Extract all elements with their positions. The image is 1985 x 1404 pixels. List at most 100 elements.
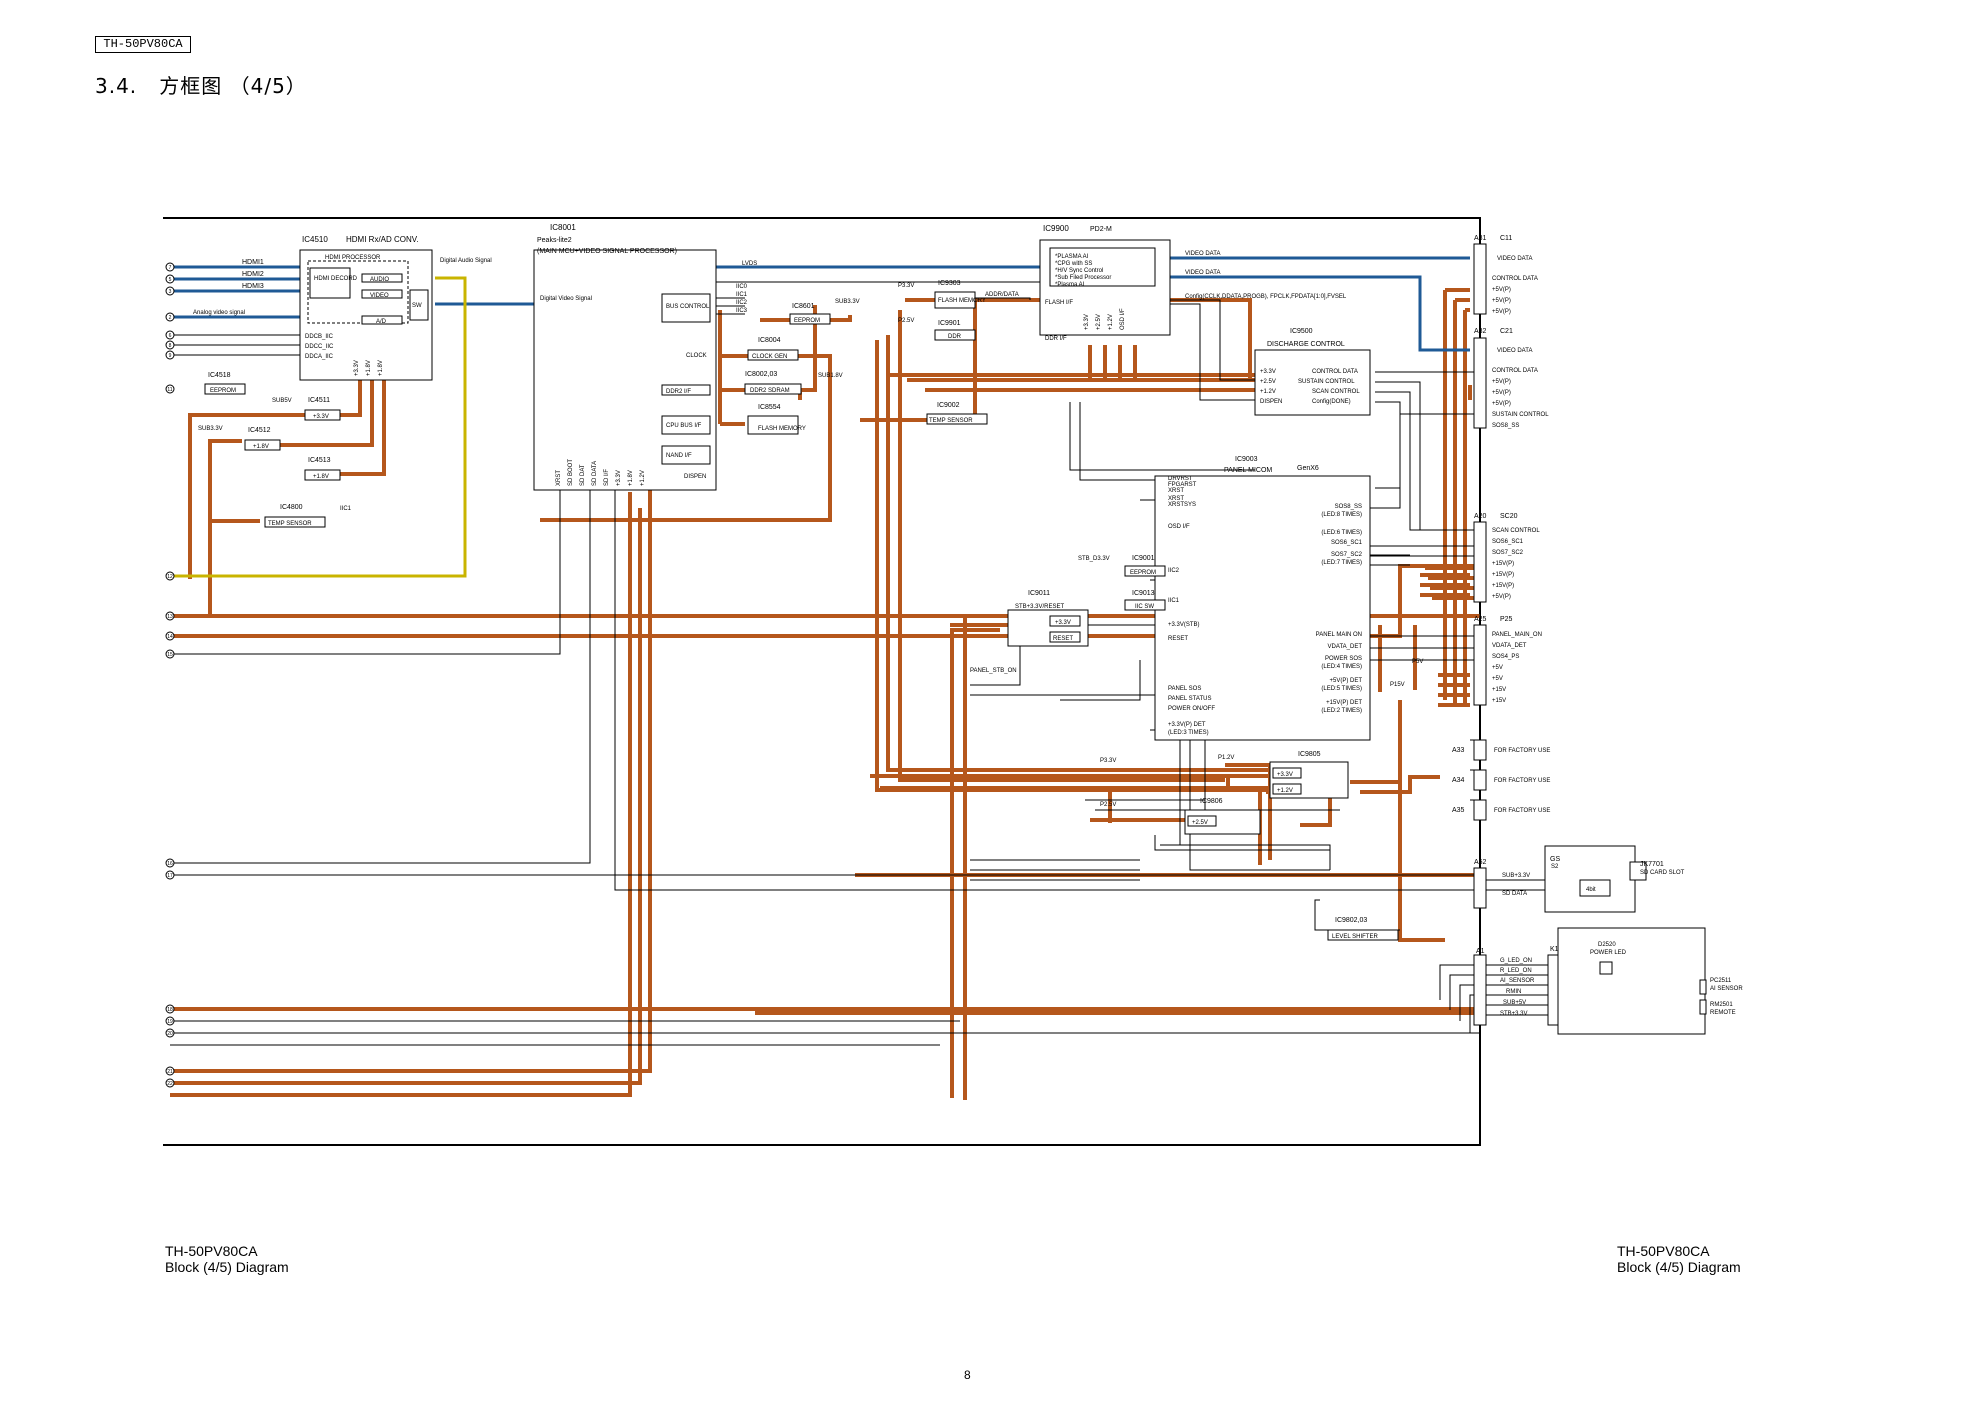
ic4518-block xyxy=(204,383,246,395)
ic9900-feature-5: *Plasma AI xyxy=(1055,282,1085,288)
footer-left: TH-50PV80CA Block (4/5) Diagram xyxy=(165,1243,289,1275)
vertical-rail-label: +3.3V xyxy=(354,360,360,376)
panel-stb-on-label: PANEL_STB_ON xyxy=(970,668,1017,674)
ic9806-rail: P2.5V xyxy=(1100,802,1116,808)
audio-line xyxy=(170,276,467,578)
terminal-circle xyxy=(165,571,175,581)
a20-pin-1: SCAN CONTROL xyxy=(1492,528,1540,534)
signal-line xyxy=(1375,391,1480,531)
sw-box xyxy=(409,289,429,321)
ic9500-left-2: +2.5V xyxy=(1260,379,1276,385)
video-data-label-2: VIDEO DATA xyxy=(1185,270,1220,276)
ic8601-ref: IC8601 xyxy=(792,303,815,310)
a31-ref: A31 xyxy=(1474,235,1487,242)
ddr2-if-box xyxy=(661,384,711,396)
ic9003-left-pin: +3.3V(P) DET xyxy=(1168,722,1206,728)
power-line xyxy=(1445,288,1470,312)
ic4513-ref: IC4513 xyxy=(308,457,331,464)
hdmi1-label: HDMI1 xyxy=(242,259,264,266)
ic9500-title: DISCHARGE CONTROL xyxy=(1267,341,1345,348)
terminal-number: 11 xyxy=(167,387,172,393)
vertical-rail-label: +1.8V xyxy=(378,360,384,376)
ic9003-right-pin: +15V(P) DET xyxy=(1326,700,1362,706)
ic9900-features-box xyxy=(1049,247,1156,287)
ic8554-block xyxy=(747,415,799,435)
power-line xyxy=(208,439,242,616)
ic8002-rail: SUB1.8V xyxy=(818,373,843,379)
vertical-rail-label: +2.5V xyxy=(1096,314,1102,330)
a25-pin-2: VDATA_DET xyxy=(1492,643,1527,649)
a20-pin-5: +15V(P) xyxy=(1492,572,1514,578)
ic9003-left-pin: (LED:3 TIMES) xyxy=(1168,730,1209,736)
a32-pin-3: +5V(P) xyxy=(1492,379,1511,385)
terminal-circle xyxy=(165,631,175,641)
ic9003-right-pin: SOS6_SC1 xyxy=(1331,540,1363,546)
a25-pin-5: +5V xyxy=(1492,676,1503,682)
ic9003-left-pin: IIC2 xyxy=(1168,568,1180,574)
ic4512-rail: SUB3.3V xyxy=(198,426,223,432)
ic9500-right-3: SCAN CONTROL xyxy=(1312,389,1360,395)
power-line xyxy=(950,615,1075,1100)
ic9003-left-pin: OSD I/F xyxy=(1168,524,1190,530)
signal-line xyxy=(1370,413,1480,509)
connector-a32 xyxy=(1473,337,1487,429)
signal-line xyxy=(614,480,1480,891)
ic9003-ref: IC9003 xyxy=(1235,456,1258,463)
ddca-label: DDCA_IIC xyxy=(305,354,334,360)
ic8004-block xyxy=(747,349,799,361)
ic9001-label: EEPROM xyxy=(1130,570,1156,576)
terminal-number: 3 xyxy=(169,289,172,295)
signal-line xyxy=(170,480,591,864)
a35-ref: A35 xyxy=(1452,807,1465,814)
nand-if-label: NAND I/F xyxy=(666,453,692,459)
ic9900-feature-2: *CPG with SS xyxy=(1055,261,1092,267)
a20-pin-4: +15V(P) xyxy=(1492,561,1514,567)
video-box xyxy=(361,289,403,299)
a25-pin-6: +15V xyxy=(1492,687,1506,693)
rm2501-ref: RM2501 xyxy=(1710,1002,1733,1008)
iic-bus-label: IIC2 xyxy=(736,300,748,306)
ic9013-label: IIC SW xyxy=(1135,604,1154,610)
ic8601-label: EEPROM xyxy=(794,318,820,324)
ic9900-feature-4: *Sub Filed Processor xyxy=(1055,275,1111,281)
a1-pin-4: RMIN xyxy=(1506,989,1521,995)
a34-label: FOR FACTORY USE xyxy=(1494,778,1550,784)
ic8001-line1: Peaks-lite2 xyxy=(537,237,572,244)
a32-pin-7: SOS8_SS xyxy=(1492,423,1519,429)
signal-line xyxy=(1160,844,1331,870)
footer-right-model: TH-50PV80CA xyxy=(1617,1243,1710,1259)
ic9303-rail: P3.3V xyxy=(898,283,914,289)
ic8004-label: CLOCK GEN xyxy=(752,354,787,360)
power-line xyxy=(170,490,652,1073)
ic9303-label: FLASH MEMORY xyxy=(938,298,986,304)
ic9500-right-1: CONTROL DATA xyxy=(1312,369,1358,375)
footer-right: TH-50PV80CA Block (4/5) Diagram xyxy=(1617,1243,1741,1275)
remote-receiver-symbol xyxy=(1699,999,1707,1015)
ic9805-out1: +3.3V xyxy=(1277,772,1293,778)
ic9003-right-pin: POWER SOS xyxy=(1325,656,1362,662)
ic4518-label: EEPROM xyxy=(210,388,236,394)
jk7701-ref: JK7701 xyxy=(1640,861,1664,868)
a31-pin-3: +5V(P) xyxy=(1492,287,1511,293)
addr-data-label: ADDR/DATA xyxy=(985,292,1019,298)
terminal-circle xyxy=(165,1028,175,1038)
connector-a52 xyxy=(1473,867,1487,909)
clock-label: CLOCK xyxy=(686,353,707,359)
power-line xyxy=(950,628,1000,1098)
video-label: VIDEO xyxy=(370,293,389,299)
terminal-circle xyxy=(165,1066,175,1076)
a20-pin-2: SOS6_SC1 xyxy=(1492,539,1524,545)
vertical-rail-label: +1.2V xyxy=(1108,314,1114,330)
hdmi-decord-label: HDMI DECORD xyxy=(314,276,358,282)
ic9805-rail1: P3.3V xyxy=(1100,758,1116,764)
ic9011-out2-box xyxy=(1049,631,1081,643)
ic9500-block xyxy=(1254,349,1371,416)
ic9805-out1-box xyxy=(1272,767,1302,779)
ddr-if-label: DDR I/F xyxy=(1045,336,1067,342)
ic9500-right-4: Config(DONE) xyxy=(1312,399,1351,405)
vertical-rail-label: SD BOOT xyxy=(568,459,574,486)
ic9802-block xyxy=(1327,929,1399,941)
ic4511-rail: SUB5V xyxy=(272,398,292,404)
